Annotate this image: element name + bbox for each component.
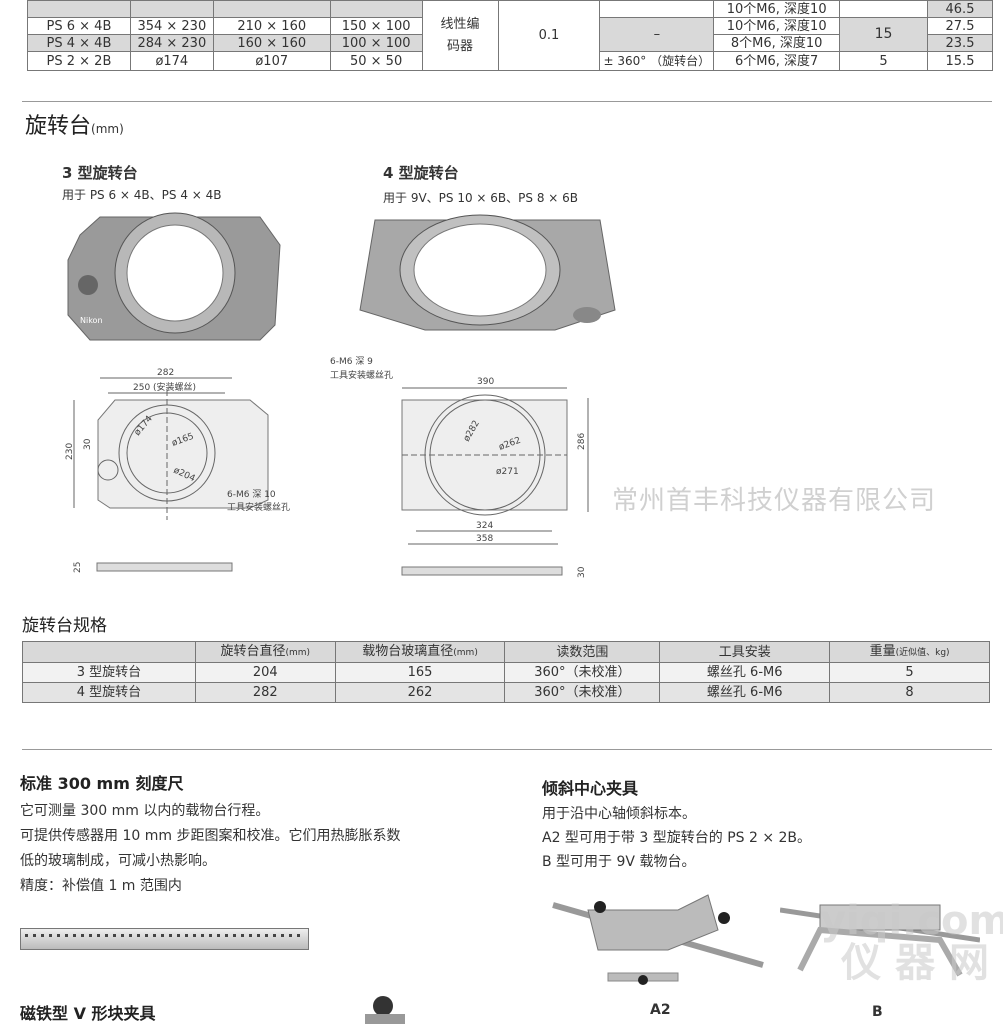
tilt-a2-photo xyxy=(552,894,764,985)
svg-text:230: 230 xyxy=(65,443,75,460)
tilt-description: 用于沿中心轴倾斜标本。A2 型可用于带 3 型旋转台的 PS 2 × 2B。B … xyxy=(542,806,812,870)
tilt-title: 倾斜中心夹具 xyxy=(542,779,639,798)
type3-drawing: 282 250 (安装螺丝) 230 30 ø174 ø165 ø204 6-M… xyxy=(65,368,290,573)
watermark: 常州首丰科技仪器有限公司 xyxy=(612,486,937,516)
scale-description: 它可测量 300 mm 以内的载物台行程。可提供传感器用 10 mm 步距图案和… xyxy=(20,803,401,894)
svg-text:250 (安装螺丝): 250 (安装螺丝) xyxy=(133,381,196,393)
svg-text:6-M6 深 10: 6-M6 深 10 xyxy=(227,489,276,500)
label-b: B xyxy=(872,1004,883,1020)
type4-title: 4 型旋转台 xyxy=(383,164,459,182)
svg-text:30: 30 xyxy=(577,566,587,578)
type3-photo: Nikon xyxy=(67,212,281,341)
svg-text:286: 286 xyxy=(577,433,587,450)
weight-cell: 46.5 xyxy=(926,0,994,18)
divider xyxy=(22,749,992,750)
vblock-title: 磁铁型 V 形块夹具 xyxy=(20,1004,156,1023)
svg-text:30: 30 xyxy=(83,438,93,450)
type4-photo xyxy=(359,214,616,331)
spec-title: 旋转台规格 xyxy=(22,616,107,636)
type3-subtitle: 用于 PS 6 × 4B、PS 4 × 4B xyxy=(62,188,222,202)
scale-image xyxy=(20,928,309,950)
type3-title: 3 型旋转台 xyxy=(62,164,138,182)
spec-table: 旋转台直径(mm) 载物台玻璃直径(mm) 读数范围工具安装 重量(近似值、kg… xyxy=(22,641,990,703)
svg-text:25: 25 xyxy=(73,562,83,573)
tilt-b-photo xyxy=(780,904,980,977)
svg-text:工具安装螺丝孔: 工具安装螺丝孔 xyxy=(227,501,290,513)
svg-text:工具安装螺丝孔: 工具安装螺丝孔 xyxy=(330,369,393,381)
resolution-cell: 0.1 xyxy=(497,0,601,71)
svg-text:358: 358 xyxy=(476,534,493,544)
section-title: 旋转台(mm) xyxy=(25,114,124,139)
label-a2: A2 xyxy=(650,1002,671,1018)
encoder-cell: 线性编码器 xyxy=(421,0,499,71)
holes-cell: 10个M6, 深度10 xyxy=(713,0,841,18)
type4-drawing: 6-M6 深 9 工具安装螺丝孔 390 286 ø282 ø262 ø271 … xyxy=(330,356,589,578)
divider xyxy=(22,101,992,102)
svg-text:6-M6 深 9: 6-M6 深 9 xyxy=(330,356,373,367)
table-row: 线性编码器 0.1 10个M6, 深度10 46.5 xyxy=(27,0,994,71)
type4-subtitle: 用于 9V、PS 10 × 6B、PS 8 × 6B xyxy=(383,191,579,205)
svg-text:ø271: ø271 xyxy=(496,467,519,477)
vblock-photo xyxy=(365,996,405,1024)
svg-text:324: 324 xyxy=(476,521,493,531)
nikon-logo: Nikon xyxy=(80,316,103,325)
svg-text:282: 282 xyxy=(157,368,174,378)
scale-title: 标准 300 mm 刻度尺 xyxy=(20,774,184,793)
svg-text:390: 390 xyxy=(477,377,494,387)
